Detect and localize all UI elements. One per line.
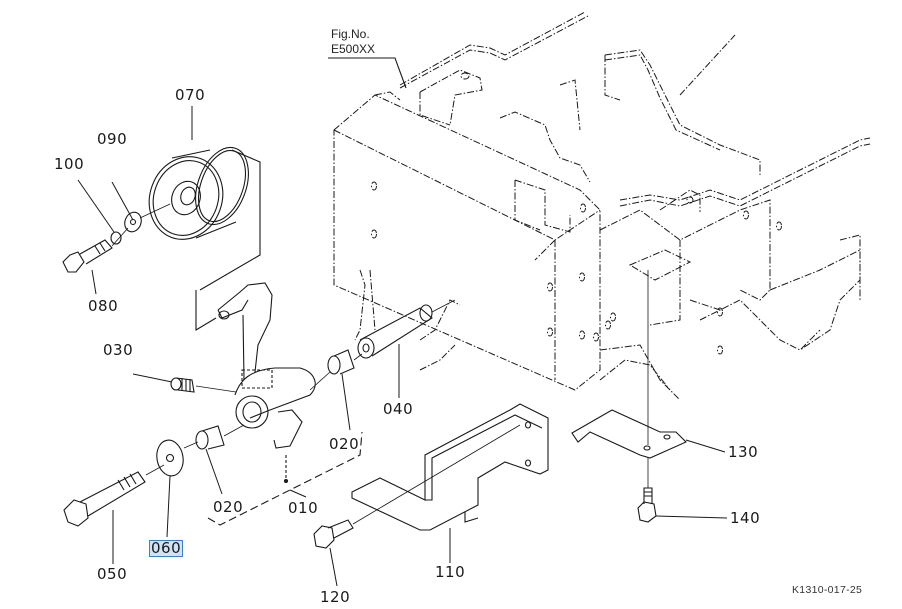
part-callout-070[interactable]: 070	[175, 86, 206, 104]
assembly-bracket-010	[208, 432, 362, 525]
tension-arm-010	[218, 283, 315, 448]
part-callout-060[interactable]: 060	[148, 539, 184, 557]
part-callout-140[interactable]: 140	[730, 509, 761, 527]
part-callout-040[interactable]: 040	[383, 400, 414, 418]
grease-fitting-030	[171, 378, 236, 392]
bolt-120	[314, 425, 520, 548]
part-callout-130[interactable]: 130	[728, 443, 759, 461]
pulley-070	[138, 140, 258, 250]
washer-090	[122, 210, 144, 234]
figure-number: E500XX	[331, 42, 376, 56]
fig-leader-line	[328, 58, 406, 88]
part-callout-110[interactable]: 110	[435, 563, 466, 581]
bracket-130	[572, 410, 686, 458]
bolt-050	[64, 472, 145, 526]
pulley-mount-bracket	[200, 150, 260, 290]
washer-060	[154, 438, 186, 478]
leader-lines	[78, 106, 727, 586]
part-callout-120[interactable]: 120	[320, 588, 351, 606]
lock-washer-100	[111, 232, 121, 244]
part-callout-020-left[interactable]: 020	[213, 498, 244, 516]
sleeve-040	[358, 305, 432, 358]
drawing-code: K1310-017-25	[792, 584, 863, 596]
part-callout-100[interactable]: 100	[54, 155, 85, 173]
bolt-080	[63, 240, 112, 272]
bracket-110	[352, 404, 548, 530]
part-callout-010[interactable]: 010	[288, 499, 319, 517]
figure-label: Fig.No.	[331, 27, 370, 41]
bolt-140	[638, 270, 656, 522]
part-callout-090[interactable]: 090	[97, 130, 128, 148]
part-callout-080[interactable]: 080	[88, 297, 119, 315]
part-callout-030[interactable]: 030	[103, 341, 134, 359]
bushing-020-right	[328, 350, 354, 374]
part-callout-050[interactable]: 050	[97, 565, 128, 583]
frame-phantom	[334, 12, 870, 400]
part-callout-020-right[interactable]: 020	[329, 435, 360, 453]
bushing-020-left	[196, 426, 224, 449]
figure-reference: Fig.No. E500XX	[331, 27, 375, 57]
